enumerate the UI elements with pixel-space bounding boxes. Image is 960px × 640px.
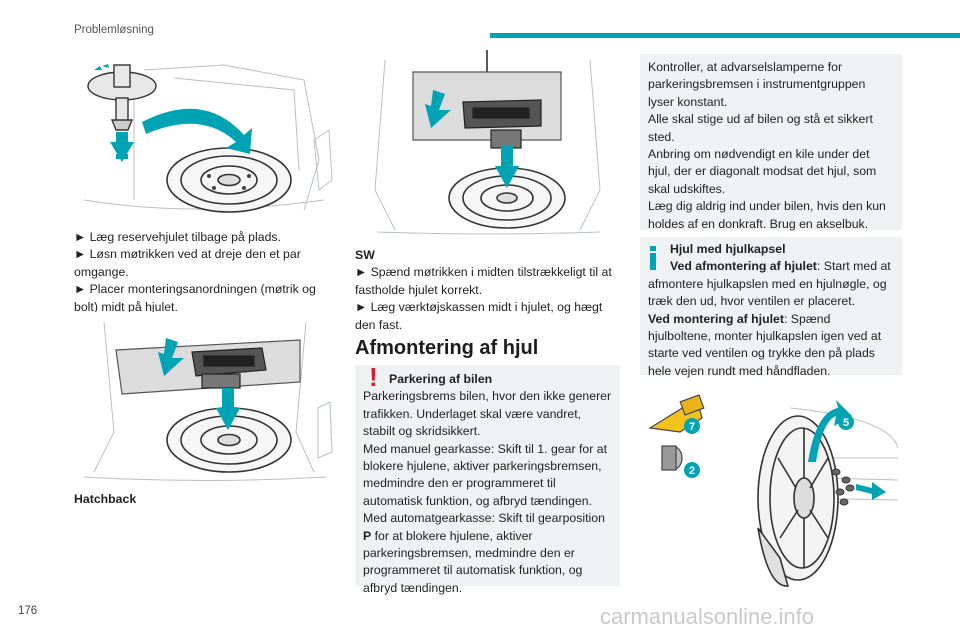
figure-sw-boot (355, 50, 620, 236)
check-line-4: Læg dig aldrig ind under bilen, hvis den… (648, 199, 886, 231)
check-line-3: Anbring om nødvendigt en kile under det … (648, 147, 877, 196)
info-p2-rest: : Spænd hjulboltene, monter hjulkapslen … (648, 311, 882, 378)
figure-spare-wheel-bolt (74, 50, 336, 220)
auto-gear: P (363, 528, 372, 543)
bolts (831, 468, 855, 506)
bullet-2: ► Løsn møtrikken ved at dreje den et par… (74, 247, 301, 279)
sw-label: SW (355, 248, 375, 262)
bullet-1: ► Læg reservehjulet tilbage på plads. (74, 230, 281, 244)
figure-hatchback-boot (74, 312, 336, 484)
check-line-2: Alle skal stige ud af bilen og stå et si… (648, 112, 873, 144)
left-bullets: ► Læg reservehjulet tilbage på plads. ► … (74, 229, 336, 316)
middle-bullets: SW ► Spænd møtrikken i midten tilstrække… (355, 247, 620, 334)
toolbox (462, 99, 542, 149)
tyre (757, 415, 839, 587)
spare-wheel-bolt-illustration (83, 64, 333, 213)
info-title: Hjul med hjulkapsel (670, 242, 786, 256)
figure-wheel-bolts: 7 5 2 (640, 388, 902, 588)
callout-labels: 7 5 2 (684, 414, 854, 478)
info-p1: Ved afmontering af hjulet: Start med at … (648, 258, 892, 310)
teal-arrows (94, 64, 252, 162)
hatchback-boot-illustration (83, 321, 333, 481)
wheel (166, 407, 292, 473)
info-p2-bold: Ved montering af hjulet (648, 311, 784, 326)
bullet-1: ► Spænd møtrikken i midten tilstrækkelig… (355, 265, 612, 297)
warning-line-auto: Med automatgearkasse: Skift til gearposi… (363, 510, 612, 597)
auto-before: Med automatgearkasse: Skift til gearposi… (363, 511, 605, 526)
info-p1-rest: : Start med at afmontere hjulkapslen med… (648, 259, 891, 309)
info-p1-bold: Ved afmontering af hjulet (670, 259, 817, 274)
label-5: 5 (843, 417, 849, 429)
bullet-2: ► Læg værktøjskassen midt i hjulet, og h… (355, 300, 603, 332)
exclamation-icon: ! (369, 362, 378, 392)
mounting-bolt (87, 64, 157, 131)
warning-box-parking: ! Parkering af bilen Parkeringsbrems bil… (355, 362, 620, 595)
header-accent-bar (490, 33, 960, 38)
label-7: 7 (689, 421, 695, 433)
info-p2: Ved montering af hjulet: Spænd hjulbolte… (648, 311, 892, 381)
auto-after: for at blokere hjulene, aktiver parkerin… (363, 528, 583, 595)
teal-arrows (425, 90, 519, 188)
check-line-1: Kontroller, at advarselslamperne for par… (648, 60, 866, 109)
lock-nut (661, 445, 683, 471)
page-number: 176 (18, 605, 38, 617)
teal-arrows (158, 338, 240, 430)
sw-boot-illustration (374, 50, 601, 235)
toolbox (191, 347, 267, 389)
watermark: carmanualsonline.info (600, 604, 815, 629)
info-box-checks: Kontroller, at advarselslamperne for par… (640, 54, 902, 231)
label-2: 2 (689, 465, 695, 477)
wheel (166, 147, 292, 213)
info-icon (650, 246, 656, 270)
warning-line-2: Med manuel gearkasse: Skift til 1. gear … (363, 441, 608, 508)
caption-hatchback: Hatchback (74, 492, 137, 506)
warning-title: Parkering af bilen (389, 372, 493, 386)
bullet-3: ► Placer monteringsanordningen (møtrik o… (74, 282, 316, 314)
wheel (448, 167, 566, 229)
section-title: Problemløsning (74, 24, 154, 36)
wheel-bolts-illustration: 7 5 2 (648, 394, 899, 587)
warning-line-1: Parkeringsbrems bilen, hvor den ikke gen… (363, 389, 612, 439)
teal-arrows (808, 400, 886, 500)
heading-wheel-removal: Afmontering af hjul (355, 337, 539, 359)
info-box-hubcap: Hjul med hjulkapsel Ved afmontering af h… (640, 237, 902, 378)
